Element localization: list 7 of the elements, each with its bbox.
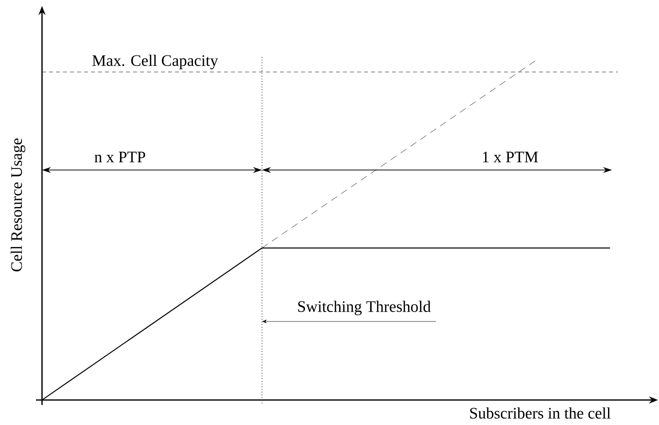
dimension-label: 1 x PTM [482, 152, 538, 162]
line-label: Max. Cell Capacity [92, 54, 218, 70]
axis-title: Subscribers in the cell [470, 407, 611, 419]
annotation-text: Switching Threshold [298, 300, 431, 316]
leader-arrow [262, 320, 436, 324]
dimension-label: n x PTP [94, 152, 146, 162]
axis-title: Cell Resource Usage [10, 138, 26, 272]
